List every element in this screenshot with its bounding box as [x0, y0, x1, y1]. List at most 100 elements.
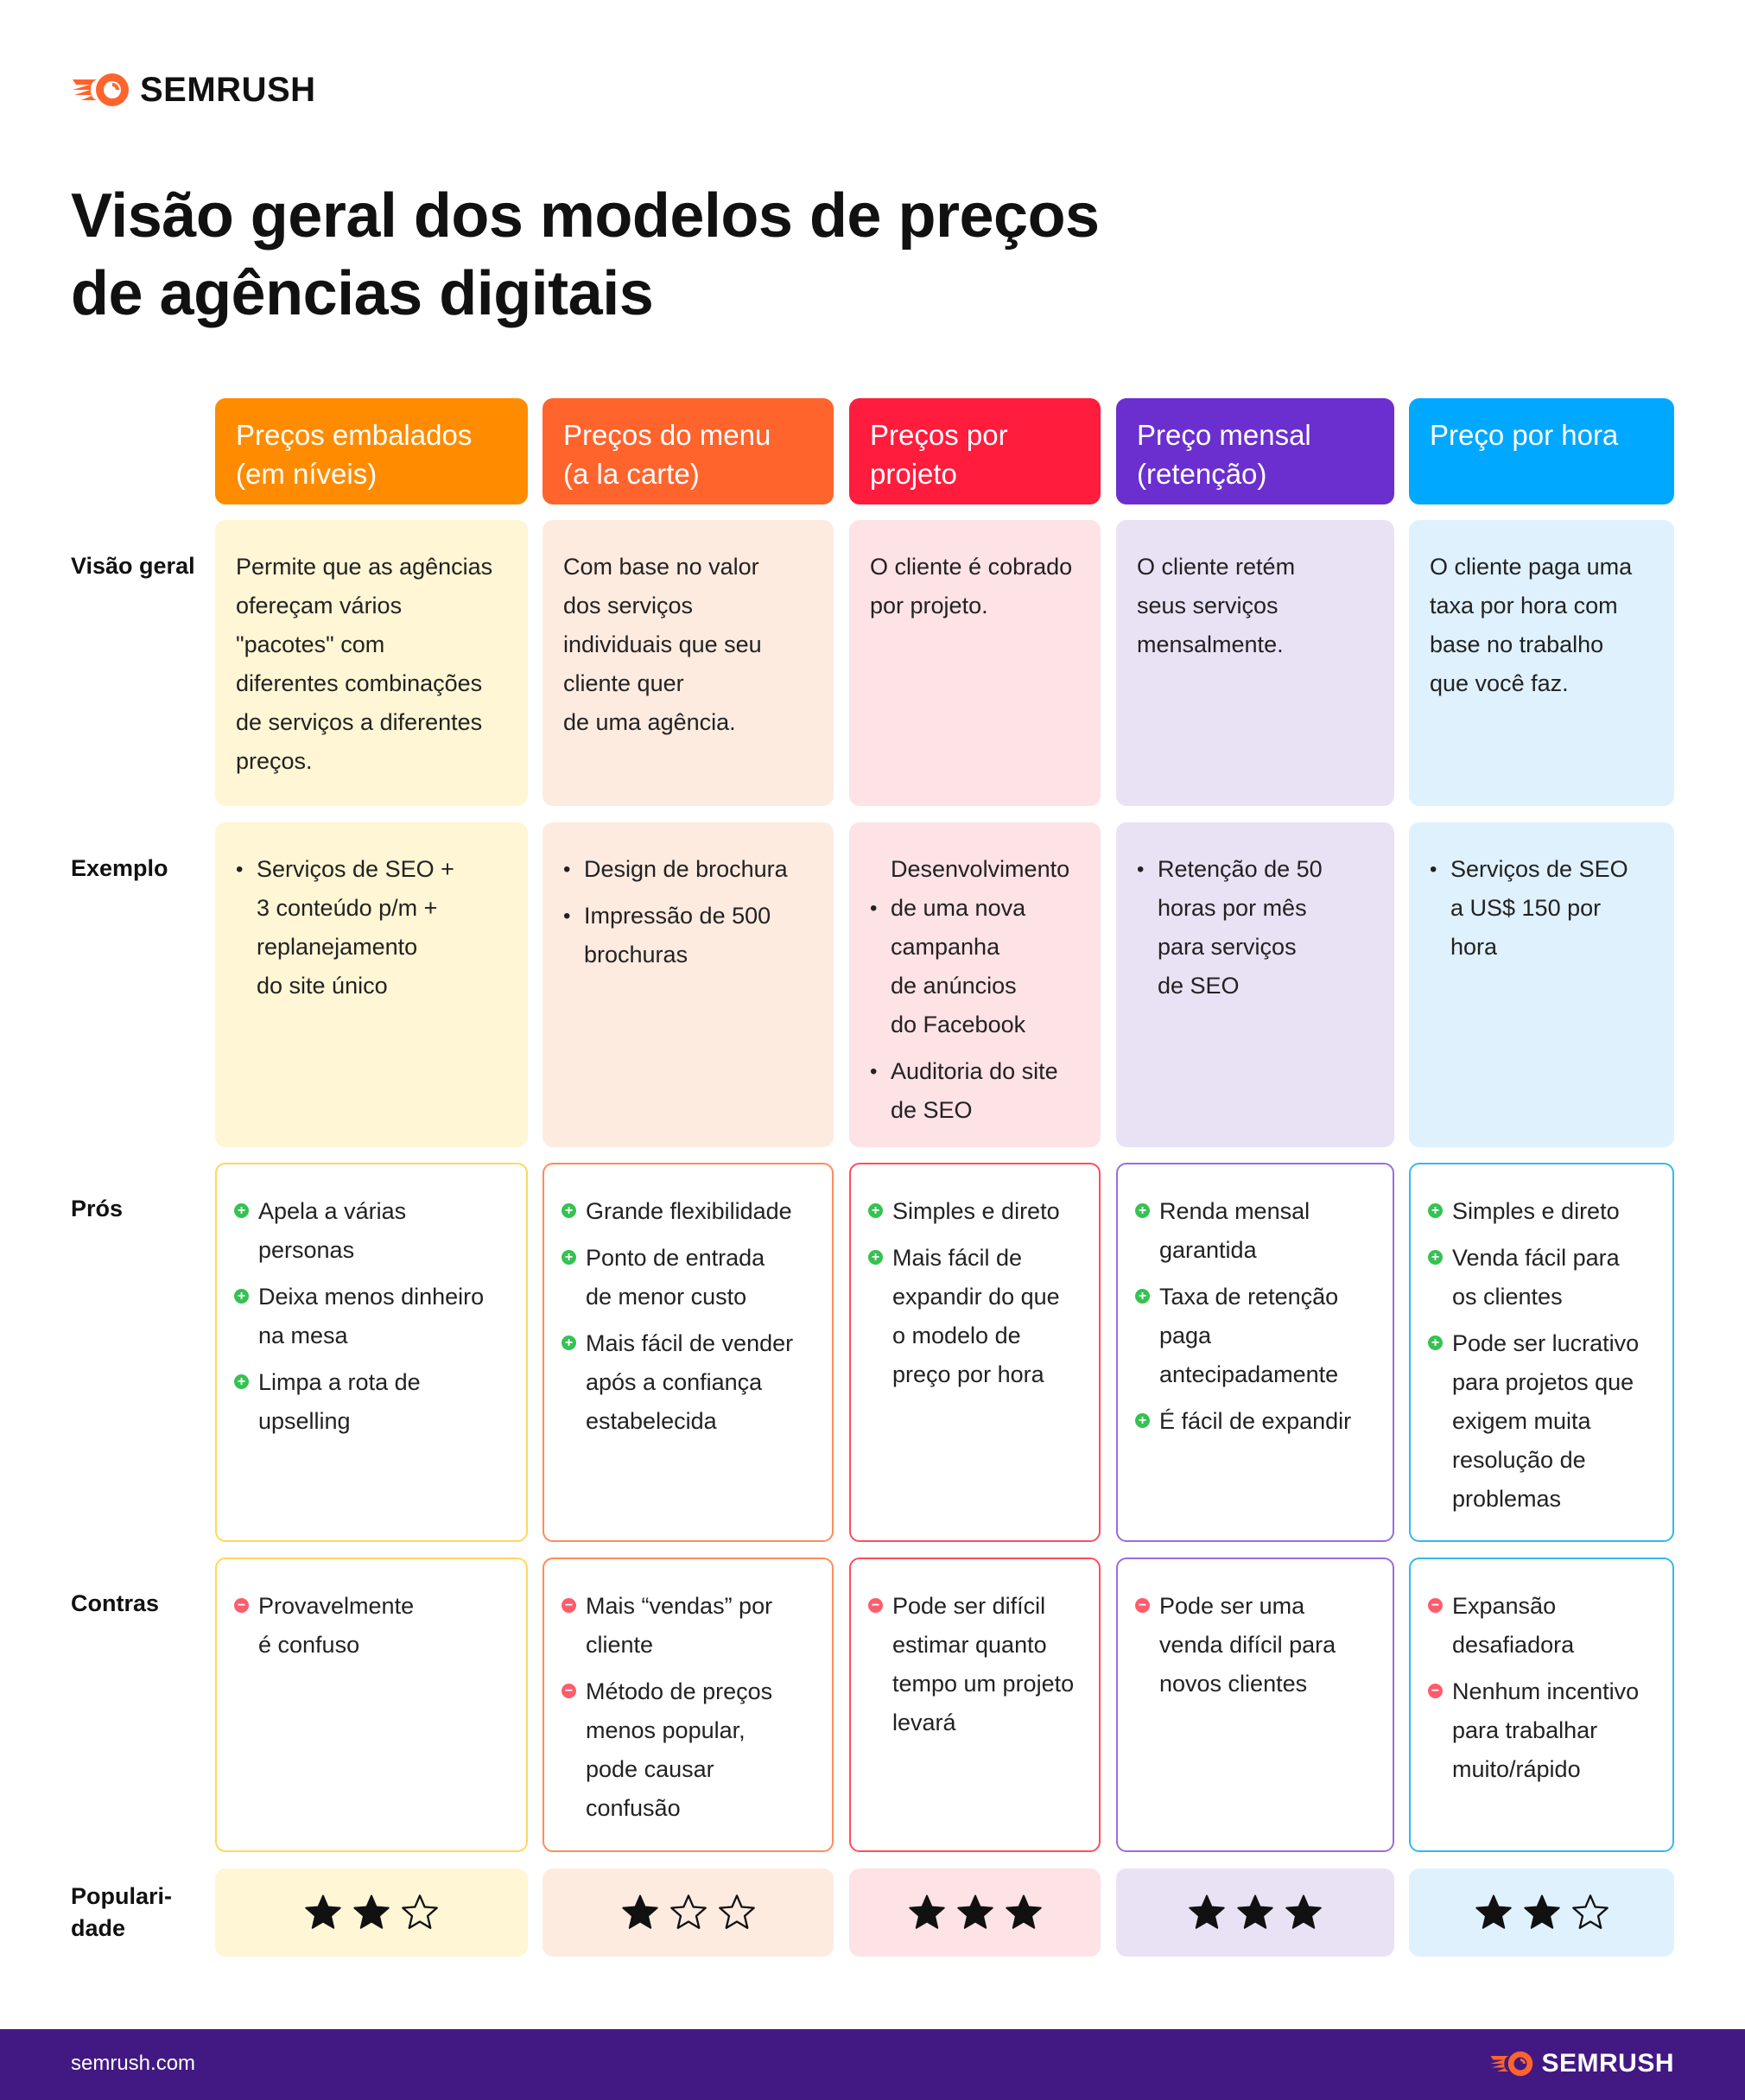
text-line: de menor custo [586, 1284, 747, 1310]
text-line: menos popular, [586, 1717, 746, 1743]
text-line: para trabalhar [1452, 1717, 1598, 1743]
text-line: Método de preços [586, 1678, 773, 1704]
popularity-rating [543, 1868, 834, 1957]
column-header-line: Preços por [870, 419, 1008, 451]
text-line: resolução de [1452, 1447, 1586, 1473]
text-line: Deixa menos dinheiro [258, 1284, 485, 1310]
star-filled-icon [621, 1894, 658, 1929]
text-line: O cliente retém [1137, 554, 1296, 580]
text-line: seus serviços [1137, 593, 1279, 619]
plus-circle-icon: + [1428, 1250, 1443, 1265]
text-line: Permite que as agências [236, 554, 493, 580]
text-line: Taxa de retenção [1159, 1284, 1339, 1310]
plus-circle-icon: + [562, 1250, 576, 1265]
star-empty-icon [402, 1894, 438, 1929]
star-empty-icon [669, 1894, 707, 1929]
plus-circle-icon: + [868, 1250, 883, 1265]
pro-item: +Grande flexibilidade [562, 1192, 815, 1231]
column-header-line: Preços do menu [563, 419, 771, 451]
star-empty-icon [1571, 1894, 1609, 1929]
column-header: Preço por hora [1409, 398, 1674, 504]
text-line: garantida [1159, 1237, 1257, 1263]
star-filled-icon [908, 1894, 945, 1929]
plus-circle-icon: + [234, 1289, 249, 1304]
column-header: Preços do menu (a la carte) [543, 398, 834, 504]
text-line: Serviços de SEO [1450, 856, 1628, 882]
text-line: Ponto de entrada [586, 1245, 765, 1271]
text-line: de SEO [891, 1097, 973, 1123]
pro-item: +Simples e direto [1428, 1192, 1655, 1231]
pro-item: + Ponto de entrada de menor custo [562, 1239, 815, 1316]
plus-circle-icon: + [562, 1335, 576, 1350]
bullet-icon: • [563, 858, 571, 881]
text-line: Simples e direto [1452, 1198, 1620, 1224]
text-line: Design de brochura [584, 856, 788, 882]
semrush-fireball-icon [73, 73, 129, 106]
text-line: Mais “vendas” por [586, 1593, 773, 1619]
text-line: 3 conteúdo p/m + [257, 895, 438, 921]
column-header: Preços por projeto [849, 398, 1101, 504]
column-header-line: projeto [870, 458, 957, 490]
minus-circle-icon: − [1135, 1598, 1150, 1613]
row-label-overview: Visão geral [71, 553, 195, 579]
star-filled-icon [1285, 1894, 1322, 1929]
text-line: exigem muita [1452, 1408, 1591, 1434]
text-line: os clientes [1452, 1284, 1563, 1310]
text-line: dos serviços [563, 593, 694, 619]
plus-circle-icon: + [1135, 1203, 1150, 1218]
column-header-line: Preços embalados [236, 419, 473, 451]
footer-semrush-logo: SEMRUSH [1489, 2046, 1674, 2081]
column-header-line: (a la carte) [563, 458, 700, 490]
footer-logo-wordmark: SEMRUSH [1541, 2049, 1674, 2078]
text-line: que você faz. [1430, 670, 1569, 696]
row-label-pros: Prós [71, 1196, 124, 1221]
text-line: "pacotes" com [236, 631, 385, 657]
text-line: individuais que seu [563, 631, 762, 657]
star-filled-icon [1475, 1894, 1512, 1929]
text-line: Expansão [1452, 1593, 1557, 1619]
text-line: taxa por hora com [1430, 593, 1618, 619]
text-line: personas [258, 1237, 355, 1263]
text-line: Renda mensal [1159, 1198, 1310, 1224]
text-line: é confuso [258, 1632, 360, 1658]
text-line: Pode ser uma [1159, 1593, 1305, 1619]
text-line: Serviços de SEO + [257, 856, 454, 882]
star-empty-icon [718, 1894, 755, 1929]
text-line: problemas [1452, 1486, 1562, 1512]
text-line: estabelecida [586, 1408, 717, 1434]
plus-circle-icon: + [234, 1203, 249, 1218]
star-filled-icon [353, 1894, 390, 1929]
text-line: campanha [891, 934, 1000, 960]
popularity-rating [1409, 1868, 1674, 1957]
star-filled-icon [305, 1894, 341, 1929]
text-line: base no trabalho [1430, 631, 1604, 657]
text-line: por projeto. [870, 593, 988, 619]
column-header-line: Preço por hora [1430, 419, 1619, 451]
footer-url[interactable]: semrush.com [71, 2052, 196, 2075]
example-item: •Serviços de SEO +3 conteúdo p/m +replan… [236, 850, 511, 1006]
bullet-icon: • [1430, 858, 1437, 881]
bullet-icon: • [563, 904, 571, 928]
text-line: Grande flexibilidade [586, 1198, 792, 1224]
text-line: confusão [586, 1795, 681, 1821]
text-line: Com base no valor [563, 554, 759, 580]
row-label-example: Exemplo [71, 855, 168, 881]
